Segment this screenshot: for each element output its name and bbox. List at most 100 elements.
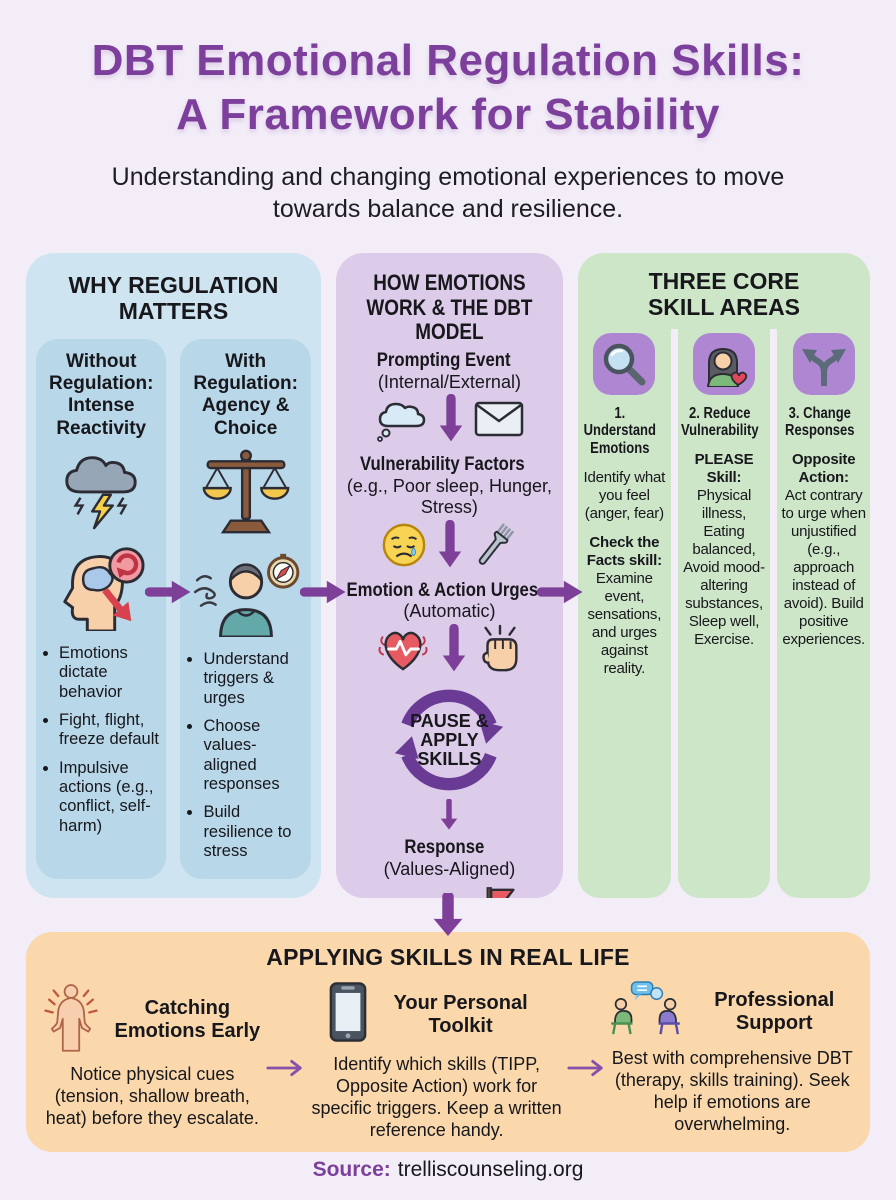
split-arrows-icon [792, 332, 855, 395]
skills-section-header: THREE CORE SKILL AREAS [578, 253, 870, 329]
skill-body: Act contrary to urge when unjustified (e… [781, 487, 867, 649]
item-head: Catching Emotions Early [40, 981, 265, 1058]
section-dbt-model: HOW EMOTIONS WORK & THE DBT MODEL Prompt… [335, 253, 563, 898]
skill-title: 2. Reduce Vulnerability [680, 404, 759, 440]
step-icons [375, 623, 523, 679]
card-with-title: With Regulation: Agency & Choice [193, 350, 298, 439]
page-subtitle: Understanding and changing emotional exp… [111, 163, 785, 224]
envelope-icon [474, 401, 524, 442]
page-title-line2: A Framework for Stability [176, 89, 720, 139]
model-section-header: HOW EMOTIONS WORK & THE DBT MODEL [366, 270, 533, 345]
step-subtitle: (Automatic) [403, 601, 496, 622]
skill-body: Physical illness, Eating balanced, Avoid… [683, 487, 765, 649]
card-without-regulation: Without Regulation: Intense Reactivity [36, 338, 167, 879]
arrow-without-to-with [144, 578, 193, 611]
skills-header-text: THREE CORE SKILL AREAS [647, 268, 801, 320]
arrow-item2-to-item3 [566, 1059, 608, 1142]
item-body: Identify which skills (TIPP, Opposite Ac… [311, 1054, 562, 1140]
flow-down-arrow [440, 623, 468, 679]
step-emotion-action-urges: Emotion & Action Urges (Automatic) [344, 580, 555, 680]
sad-face-icon [381, 522, 427, 573]
source-line: Source: trelliscounseling.org [0, 1158, 896, 1182]
skill-title: 1. Understand Emotions [583, 404, 657, 458]
pause-cycle: PAUSE & APPLY SKILLS [389, 683, 509, 797]
step-subtitle: (Values-Aligned) [383, 859, 516, 879]
skill-detail: Opposite Action: Act contrary to urge wh… [781, 451, 867, 649]
balance-scale-icon [197, 446, 295, 541]
section-applying-skills: APPLYING SKILLS IN REAL LIFE Catching Em… [26, 932, 870, 1152]
skill-bold: PLEASE Skill: [694, 451, 754, 487]
skill-title: 3. Change Responses [784, 404, 855, 440]
skill-detail: Check the Facts skill: Examine event, se… [582, 534, 667, 678]
bullet: Build resilience to stress [203, 803, 303, 861]
skill-body: Examine event, sensations, and urges aga… [587, 570, 662, 678]
pause-apply-skills-label: PAUSE & APPLY SKILLS [410, 710, 489, 769]
item-body: Notice physical cues (tension, shallow b… [45, 1064, 259, 1128]
without-regulation-bullets: Emotions dictate behavior Fight, flight,… [43, 644, 159, 845]
item-title: Professional Support [714, 988, 835, 1034]
body-cues-icon [40, 981, 102, 1058]
source-value: trelliscounseling.org [397, 1158, 584, 1181]
card-without-title: Without Regulation: Intense Reactivity [48, 350, 154, 439]
item-title: Catching Emotions Early [114, 996, 261, 1042]
flow-down-arrow [437, 394, 465, 449]
skill-column-reduce-vulnerability: 2. Reduce Vulnerability PLEASE Skill: Ph… [677, 328, 771, 898]
item-professional-support: Professional Support Best with comprehen… [608, 981, 856, 1142]
why-section-header: WHY REGULATION MATTERS [68, 272, 279, 324]
item-title: Your Personal Toolkit [393, 991, 528, 1037]
flow-down-arrow [436, 519, 464, 575]
step-subtitle: (Internal/External) [377, 371, 521, 392]
skill-column-understand-emotions: 1. Understand Emotions Identify what you… [578, 328, 671, 898]
step-response: Response (Values-Aligned) [382, 837, 516, 898]
heart-pulse-icon [375, 625, 431, 678]
item-head: Professional Support [608, 981, 856, 1042]
step-icons [381, 519, 517, 575]
applying-section-header: APPLYING SKILLS IN REAL LIFE [266, 944, 630, 970]
flag-icon [476, 884, 516, 898]
page-title-line1: DBT Emotional Regulation Skills: [91, 36, 805, 85]
main-sections: WHY REGULATION MATTERS Without Regulatio… [26, 253, 871, 898]
skill-detail: PLEASE Skill: Physical illness, Eating b… [682, 451, 767, 649]
bullet: Understand triggers & urges [203, 650, 303, 708]
therapy-chat-icon [608, 981, 684, 1042]
calm-person-compass-icon [190, 547, 302, 642]
step-icons [374, 394, 524, 449]
step-title: Prompting Event [377, 349, 512, 371]
bullet: Fight, flight, freeze default [59, 711, 159, 750]
flow-down-arrow-small [438, 798, 460, 836]
storm-cloud-icon [57, 446, 145, 535]
bullet: Emotions dictate behavior [59, 644, 159, 702]
bullet: Impulsive actions (e.g., conflict, self-… [59, 759, 159, 836]
reactive-brain-icon [53, 541, 149, 636]
item-head: Your Personal Toolkit [328, 981, 546, 1048]
step-prompting-event: Prompting Event (Internal/External) [373, 350, 525, 450]
section-three-core-skills: THREE CORE SKILL AREAS 1. Understand Emo… [578, 253, 871, 898]
skills-columns: 1. Understand Emotions Identify what you… [578, 328, 871, 898]
item-catching-emotions-early: Catching Emotions Early Notice physical … [40, 981, 265, 1142]
section-why-regulation-matters: WHY REGULATION MATTERS Without Regulatio… [26, 253, 321, 898]
with-regulation-bullets: Understand triggers & urges Choose value… [187, 650, 303, 870]
skill-column-change-responses: 3. Change Responses Opposite Action: Act… [777, 328, 871, 898]
arrow-model-to-applying [431, 891, 465, 942]
item-body: Best with comprehensive DBT (therapy, sk… [611, 1048, 853, 1134]
arrow-model-to-skills [536, 578, 585, 611]
step-vulnerability-factors: Vulnerability Factors (e.g., Poor sleep,… [344, 454, 555, 574]
person-heart-icon [693, 332, 755, 395]
step-title: Response [404, 837, 485, 859]
skill-bold: Opposite Action: [791, 451, 856, 487]
skill-intro: Identify what you feel (anger, fear) [583, 469, 666, 523]
card-with-regulation: With Regulation: Agency & Choice [180, 338, 311, 879]
arrow-item1-to-item2 [265, 1059, 307, 1142]
fist-icon [477, 624, 523, 679]
step-icons [382, 884, 516, 898]
skill-bold: Check the Facts skill: [586, 534, 662, 570]
arrow-why-to-model [299, 578, 348, 611]
item-personal-toolkit: Your Personal Toolkit Identify which ski… [307, 981, 567, 1142]
bullet: Choose values-aligned responses [203, 717, 303, 794]
source-label: Source: [312, 1158, 391, 1181]
why-cards: Without Regulation: Intense Reactivity [36, 338, 311, 879]
thought-bubble-icon [374, 396, 428, 447]
step-title: Vulnerability Factors [359, 454, 525, 476]
fork-icon [473, 520, 517, 575]
phone-icon [328, 981, 368, 1048]
